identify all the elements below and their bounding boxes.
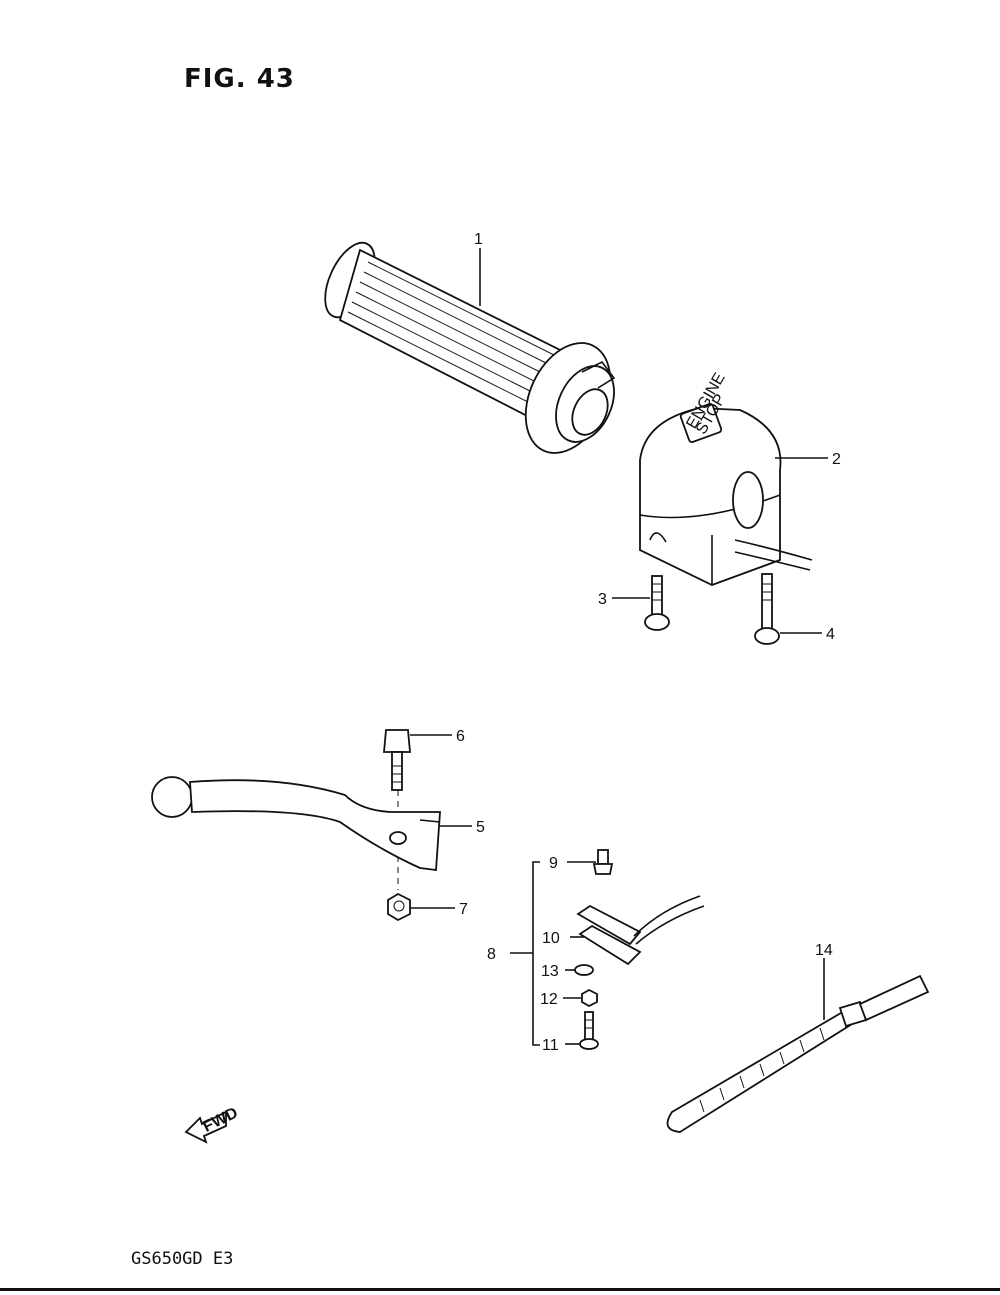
- lever-pivot-bolt: [383, 729, 411, 791]
- callout-10: 10: [542, 930, 560, 947]
- callout-12: 12: [540, 991, 558, 1008]
- callout-3: 3: [598, 591, 607, 608]
- callout-2: 2: [832, 451, 841, 468]
- screw-long: [754, 573, 780, 645]
- grip-ribs: [347, 261, 561, 409]
- brake-lever: [151, 776, 441, 872]
- model-code: GS650GD E3: [131, 1249, 234, 1269]
- page-bottom-rule: [0, 1288, 1000, 1291]
- callout-11: 11: [542, 1037, 559, 1054]
- small-nut: [581, 988, 598, 1008]
- washer: [574, 964, 594, 976]
- switch-plunger: [592, 849, 614, 875]
- handlebar-grip: [324, 241, 616, 454]
- callout-14: 14: [815, 942, 833, 959]
- callout-13: 13: [541, 963, 559, 980]
- assembly-8-bracket: [532, 861, 540, 1046]
- callout-4: 4: [826, 626, 835, 643]
- callout-8: 8: [487, 946, 496, 963]
- stop-switch-body: [576, 895, 705, 966]
- fwd-arrow-icon: FWD: [184, 1105, 241, 1144]
- callout-6: 6: [456, 728, 465, 745]
- small-screw: [579, 1011, 599, 1050]
- callout-1: 1: [474, 231, 483, 248]
- figure-title: FIG. 43: [184, 64, 295, 94]
- switch-housing: ENGINE STOP: [639, 370, 813, 586]
- callout-7: 7: [459, 901, 468, 918]
- cable-tie: [666, 974, 930, 1133]
- callout-9: 9: [549, 855, 558, 872]
- fwd-label: FWD: [200, 1105, 240, 1136]
- lever-nut: [387, 892, 411, 922]
- callout-5: 5: [476, 819, 485, 836]
- cable-tie-teeth: [699, 1027, 825, 1113]
- screw-short: [644, 575, 670, 631]
